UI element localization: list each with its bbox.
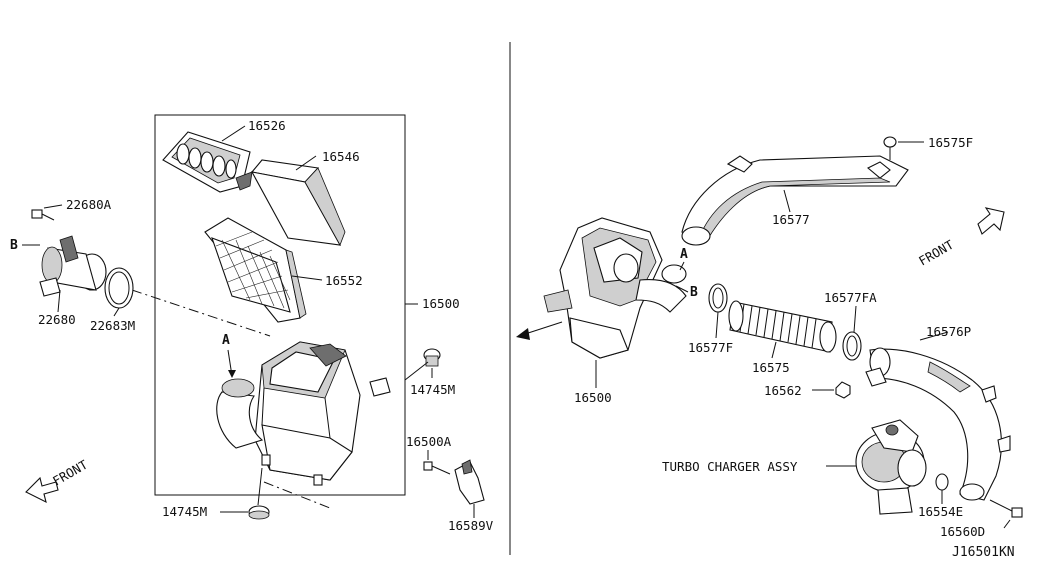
label-16560D: 16560D (940, 524, 985, 539)
label-16577F: 16577F (688, 340, 733, 355)
part-22680-maf-sensor (39, 235, 107, 297)
part-22680A-bolt (31, 209, 55, 221)
part-16500-lower-box (216, 341, 391, 486)
part-16552-filter (204, 217, 307, 323)
front-label-left: FRONT (50, 457, 90, 489)
part-16526-grid (162, 131, 253, 193)
ref-mark-b-right: B (690, 285, 698, 300)
part-16500-air-cleaner (543, 217, 687, 359)
part-16554E-gasket (935, 473, 949, 491)
label-16526: 16526 (248, 118, 286, 133)
label-22680: 22680 (38, 312, 76, 327)
front-label-right: FRONT (916, 237, 956, 269)
label-22680A: 22680A (66, 197, 112, 212)
ref-mark-a-left: A (222, 333, 230, 348)
diagram-id: J16501KN (952, 545, 1015, 560)
part-16560D-bolt (989, 499, 1023, 518)
part-16562-nut (835, 381, 851, 399)
part-16577F-clamp (708, 283, 728, 313)
label-16500-right: 16500 (574, 390, 612, 405)
ref-mark-b-left: B (10, 238, 18, 253)
label-16500-box: 16500 (422, 296, 460, 311)
front-arrow-right (977, 207, 1005, 235)
label-16577FA: 16577FA (824, 290, 877, 305)
label-16546: 16546 (322, 149, 360, 164)
part-16589V-bracket (454, 459, 485, 505)
part-16546-element (250, 159, 346, 246)
label-16552: 16552 (325, 273, 363, 288)
assembly-box-16500 (154, 114, 406, 496)
label-16575F: 16575F (928, 135, 973, 150)
part-16500A-bolt (423, 461, 451, 475)
part-14745M-grommet-bottom (248, 505, 270, 520)
part-16577-duct (681, 155, 909, 246)
front-arrow-left (25, 476, 59, 504)
part-16575-hose (728, 300, 837, 353)
part-16575F-clip (883, 136, 897, 160)
label-16575: 16575 (752, 360, 790, 375)
label-16576P: 16576P (926, 324, 971, 339)
label-16500A: 16500A (406, 434, 452, 449)
label-22683M: 22683M (90, 318, 135, 333)
part-16577FA-clamp (842, 331, 862, 361)
label-16589V: 16589V (448, 518, 494, 533)
label-16554E: 16554E (918, 504, 963, 519)
label-turbocharger-assy: TURBO CHARGER ASSY (662, 459, 798, 474)
label-14745M-bottom: 14745M (162, 504, 207, 519)
label-16577: 16577 (772, 212, 810, 227)
ref-mark-a-right: A (680, 247, 688, 262)
label-16562: 16562 (764, 383, 802, 398)
part-turbocharger (855, 419, 927, 515)
part-14745M-grommet-right (423, 348, 441, 367)
label-14745M-right: 14745M (410, 382, 455, 397)
part-16576P-duct (865, 347, 1011, 501)
